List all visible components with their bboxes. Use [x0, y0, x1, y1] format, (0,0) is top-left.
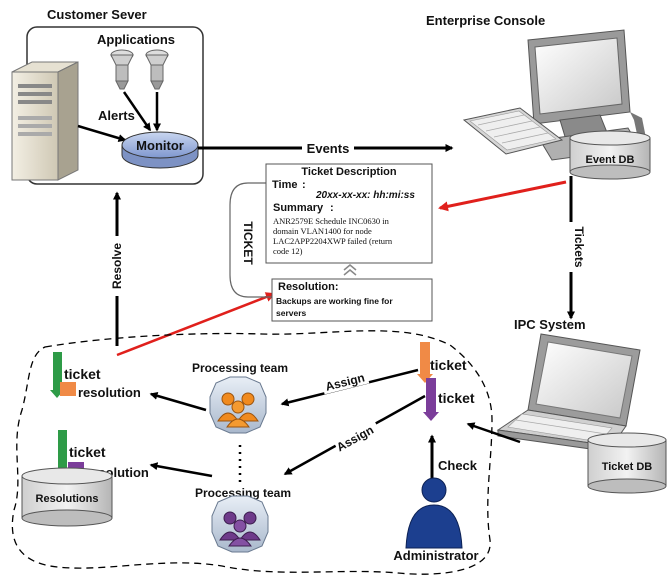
summary-line: code 12) — [273, 246, 303, 256]
resolutions-db-cylinder — [21, 467, 113, 527]
ticket-label: ticket — [64, 366, 101, 382]
admin-ticket-label: ticket — [438, 390, 475, 406]
processing-team-icon — [209, 376, 267, 434]
resolution-label: Resolution: — [278, 281, 339, 293]
team-to-resolution-arrow — [149, 391, 207, 412]
application-icon — [110, 49, 134, 90]
alerts-arrow — [77, 124, 127, 142]
administrator-label: Administrator — [393, 548, 478, 563]
enterprise-console-title: Enterprise Console — [426, 13, 545, 28]
monitor-node — [121, 131, 199, 169]
admin-ticket-icon — [423, 378, 439, 421]
processing-team-label: Processing team — [192, 361, 288, 375]
ipc-system-title: IPC System — [514, 317, 586, 332]
events-label: Events — [307, 141, 350, 156]
processing-team-icon — [211, 495, 269, 553]
monitor-label: Monitor — [136, 138, 184, 153]
summary-line: LAC2APP2204XWP failed (return — [273, 236, 393, 246]
ticket-card: TICKET Ticket Description Time : 20xx-xx… — [229, 163, 433, 322]
resolution-line: servers — [276, 308, 307, 318]
keyboard-icon — [462, 107, 564, 155]
ticket-side-label: TICKET — [241, 221, 255, 265]
team-area-boundary — [11, 330, 493, 575]
summary-colon: : — [330, 202, 334, 214]
event-to-ticket-red-arrow — [438, 180, 567, 212]
ticket-db-label: Ticket DB — [602, 461, 653, 473]
server-tower-icon — [11, 61, 79, 181]
resolution-box — [271, 278, 433, 322]
resolutions-db-label: Resolutions — [36, 493, 99, 505]
ticket-db-cylinder — [587, 432, 667, 494]
tickets-label: Tickets — [572, 226, 586, 267]
summary-line: ANR2579E Schedule INC0630 in — [273, 216, 390, 226]
assign-label: Assign — [324, 370, 366, 393]
administrator-icon — [405, 477, 463, 549]
resolution-to-ticket-red-arrow — [116, 292, 276, 357]
ipc-system-group: IPC System Ticket DB — [496, 317, 667, 494]
customer-server-group: Customer Sever Applications Al — [11, 7, 204, 185]
team-to-resolution-arrow — [149, 462, 213, 478]
ticket-description-box — [265, 163, 433, 264]
app-to-monitor-arrow — [122, 91, 152, 132]
alerts-label: Alerts — [98, 108, 135, 123]
event-db-label: Event DB — [586, 154, 635, 166]
processing-team-label: Processing team — [195, 486, 291, 500]
resolve-label: Resolve — [110, 243, 124, 289]
admin-ticket-label: ticket — [430, 357, 467, 373]
time-label: Time — [272, 179, 297, 191]
summary-line: domain VLAN1400 for node — [273, 226, 372, 236]
desktop-computer-icon — [527, 29, 648, 161]
resolution-line: Backups are working fine for — [276, 296, 393, 306]
check-label: Check — [438, 458, 478, 473]
ticket-description-header: Ticket Description — [301, 166, 396, 178]
chevron-up-icon — [343, 264, 357, 276]
ticket-bracket — [229, 182, 272, 298]
ipc-to-admin-arrow — [466, 422, 521, 444]
resolution-label: resolution — [78, 385, 141, 400]
summary-label: Summary — [273, 202, 324, 214]
application-icon — [145, 49, 169, 90]
ticket-label: ticket — [69, 444, 106, 460]
admin-ticket-icon — [417, 342, 433, 383]
customer-server-title: Customer Sever — [47, 7, 147, 22]
time-value: 20xx-xx-xx: hh:mi:ss — [315, 190, 415, 201]
enterprise-console-group: Enterprise Console Event DB — [426, 13, 651, 180]
time-colon: : — [302, 179, 306, 191]
ticket-resolution-icon — [50, 352, 76, 398]
applications-label: Applications — [97, 32, 175, 47]
laptop-icon — [496, 333, 641, 453]
event-db-cylinder — [569, 130, 651, 180]
